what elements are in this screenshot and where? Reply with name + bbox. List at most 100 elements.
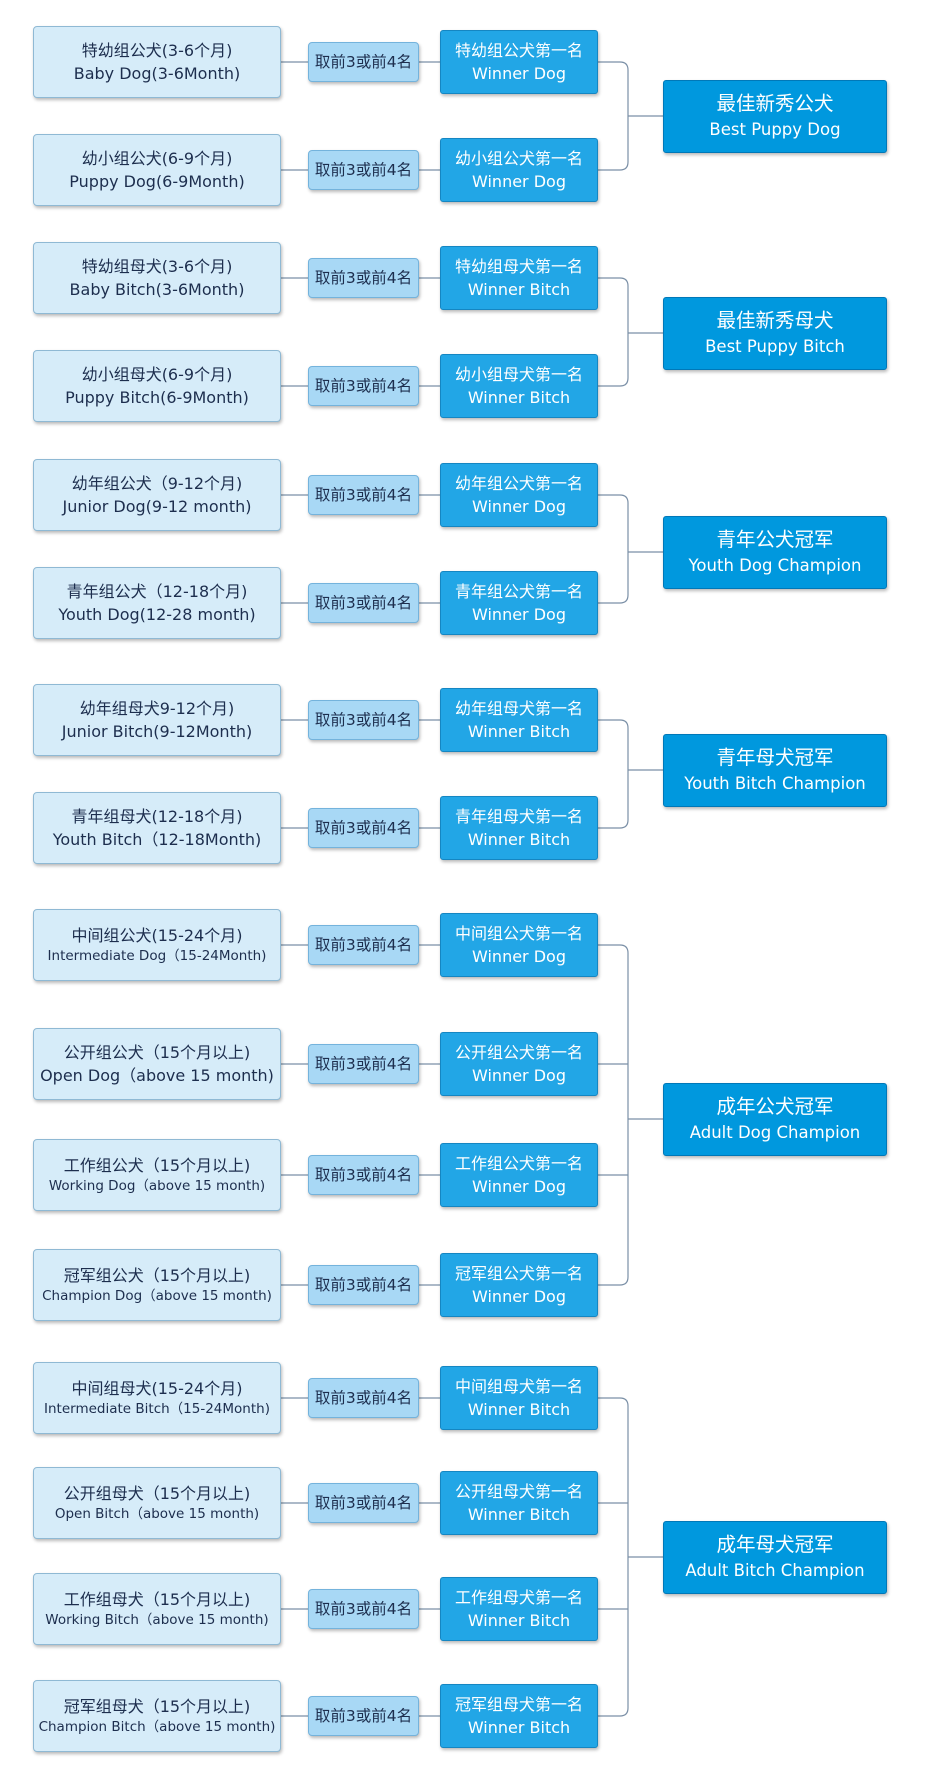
class-name-en: Champion Bitch（above 15 month)	[38, 1718, 276, 1735]
winner-name-en: Winner Dog	[472, 64, 566, 83]
selection-label: 取前3或前4名	[314, 485, 413, 504]
final-award-box: 青年公犬冠军 Youth Dog Champion	[663, 515, 887, 589]
winner-name-en: Winner Dog	[472, 1287, 566, 1306]
winner-name-en: Winner Bitch	[467, 722, 571, 741]
class-box: 幼年组公犬（9-12个月)Junior Dog(9-12 month)	[33, 459, 281, 531]
final-award-zh: 最佳新秀母犬	[716, 308, 834, 332]
final-award-en: Youth Bitch Champion	[684, 774, 866, 794]
class-box: 冠军组母犬（15个月以上) Champion Bitch（above 15 mon…	[33, 1680, 281, 1752]
selection-box: 取前3或前4名	[308, 925, 419, 965]
class-box: 青年组母犬(12-18个月)Youth Bitch（12-18Month)	[33, 792, 281, 864]
class-winner-box: 工作组母犬第一名 Winner Bitch	[440, 1577, 598, 1641]
class-name-zh: 工作组母犬（15个月以上)	[63, 1589, 251, 1609]
class-name-zh: 幼年组母犬9-12个月)	[79, 698, 235, 718]
selection-label: 取前3或前4名	[314, 268, 413, 287]
class-name-zh: 公开组母犬（15个月以上)	[63, 1483, 251, 1503]
class-box: 公开组母犬（15个月以上) Open Bitch（above 15 month)	[33, 1467, 281, 1539]
class-name-zh: 冠军组公犬（15个月以上)	[63, 1265, 251, 1285]
class-box: 特幼组公犬(3-6个月)Baby Dog(3-6Month)	[33, 26, 281, 98]
winner-name-en: Winner Dog	[472, 1177, 566, 1196]
class-box: 幼小组母犬(6-9个月)Puppy Bitch(6-9Month)	[33, 350, 281, 422]
selection-box: 取前3或前4名	[308, 700, 419, 740]
class-name-en: Open Dog（above 15 month)	[40, 1066, 274, 1085]
final-award-zh: 最佳新秀公犬	[716, 91, 834, 115]
class-box: 幼小组公犬(6-9个月)Puppy Dog(6-9Month)	[33, 134, 281, 206]
class-box: 公开组公犬（15个月以上) Open Dog（above 15 month)	[33, 1028, 281, 1100]
selection-label: 取前3或前4名	[314, 52, 413, 71]
selection-label: 取前3或前4名	[314, 160, 413, 179]
final-award-zh: 青年公犬冠军	[716, 527, 834, 551]
class-winner-box: 青年组母犬第一名 Winner Bitch	[440, 796, 598, 860]
class-winner-box: 特幼组公犬第一名 Winner Dog	[440, 30, 598, 94]
class-box: 中间组母犬(15-24个月) Intermediate Bitch（15-24Mo…	[33, 1362, 281, 1434]
selection-box: 取前3或前4名	[308, 258, 419, 298]
class-name-zh: 特幼组公犬(3-6个月)	[81, 40, 233, 60]
winner-name-en: Winner Bitch	[467, 280, 571, 299]
winner-name-en: Winner Bitch	[467, 1505, 571, 1524]
class-name-en: Junior Bitch(9-12Month)	[61, 722, 253, 741]
winner-bracket	[598, 1397, 629, 1717]
winner-name-zh: 特幼组公犬第一名	[454, 40, 583, 60]
winner-name-en: Winner Dog	[472, 497, 566, 516]
selection-label: 取前3或前4名	[314, 1706, 413, 1725]
selection-label: 取前3或前4名	[314, 1275, 413, 1294]
class-name-en: Baby Bitch(3-6Month)	[69, 280, 245, 299]
winner-name-en: Winner Bitch	[467, 1611, 571, 1630]
class-name-en: Working Dog（above 15 month)	[48, 1177, 266, 1194]
winner-bracket	[598, 719, 629, 829]
class-name-en: Working Bitch（above 15 month)	[45, 1611, 269, 1628]
class-name-zh: 冠军组母犬（15个月以上)	[63, 1696, 251, 1716]
final-award-en: Youth Dog Champion	[688, 556, 862, 576]
winner-name-zh: 工作组公犬第一名	[454, 1153, 583, 1173]
class-name-zh: 中间组母犬(15-24个月)	[71, 1378, 243, 1398]
winner-name-en: Winner Dog	[472, 172, 566, 191]
class-name-en: Junior Dog(9-12 month)	[62, 497, 252, 516]
class-name-en: Open Bitch（above 15 month)	[54, 1505, 260, 1522]
winner-bracket	[598, 944, 629, 1286]
winner-name-zh: 冠军组母犬第一名	[454, 1694, 583, 1714]
class-winner-box: 幼年组母犬第一名 Winner Bitch	[440, 688, 598, 752]
final-award-en: Best Puppy Bitch	[705, 337, 845, 357]
selection-label: 取前3或前4名	[314, 1054, 413, 1073]
class-name-zh: 青年组公犬（12-18个月)	[66, 581, 248, 601]
selection-box: 取前3或前4名	[308, 1155, 419, 1195]
selection-box: 取前3或前4名	[308, 1696, 419, 1736]
class-winner-box: 特幼组母犬第一名 Winner Bitch	[440, 246, 598, 310]
selection-box: 取前3或前4名	[308, 808, 419, 848]
winner-name-en: Winner Bitch	[467, 388, 571, 407]
selection-box: 取前3或前4名	[308, 583, 419, 623]
winner-name-zh: 特幼组母犬第一名	[454, 256, 583, 276]
class-winner-box: 幼小组公犬第一名 Winner Dog	[440, 138, 598, 202]
class-winner-box: 工作组公犬第一名 Winner Dog	[440, 1143, 598, 1207]
winner-name-zh: 公开组公犬第一名	[454, 1042, 583, 1062]
class-name-zh: 工作组公犬（15个月以上)	[63, 1155, 251, 1175]
winner-name-en: Winner Bitch	[467, 830, 571, 849]
winner-name-en: Winner Dog	[472, 947, 566, 966]
winner-name-zh: 青年组母犬第一名	[454, 806, 583, 826]
final-award-en: Adult Dog Champion	[689, 1123, 861, 1143]
selection-label: 取前3或前4名	[314, 1165, 413, 1184]
class-name-zh: 公开组公犬（15个月以上)	[63, 1042, 251, 1062]
selection-box: 取前3或前4名	[308, 475, 419, 515]
winner-bracket	[598, 277, 629, 387]
class-box: 工作组母犬（15个月以上) Working Bitch（above 15 mont…	[33, 1573, 281, 1645]
class-name-zh: 中间组公犬(15-24个月)	[71, 925, 243, 945]
class-name-en: Youth Bitch（12-18Month)	[52, 830, 262, 849]
selection-label: 取前3或前4名	[314, 1388, 413, 1407]
winner-name-zh: 幼小组公犬第一名	[454, 148, 583, 168]
winner-name-zh: 幼年组母犬第一名	[454, 698, 583, 718]
class-name-en: Champion Dog（above 15 month)	[42, 1287, 272, 1304]
class-name-en: Intermediate Bitch（15-24Month)	[44, 1400, 270, 1417]
winner-name-zh: 工作组母犬第一名	[454, 1587, 583, 1607]
selection-label: 取前3或前4名	[314, 710, 413, 729]
